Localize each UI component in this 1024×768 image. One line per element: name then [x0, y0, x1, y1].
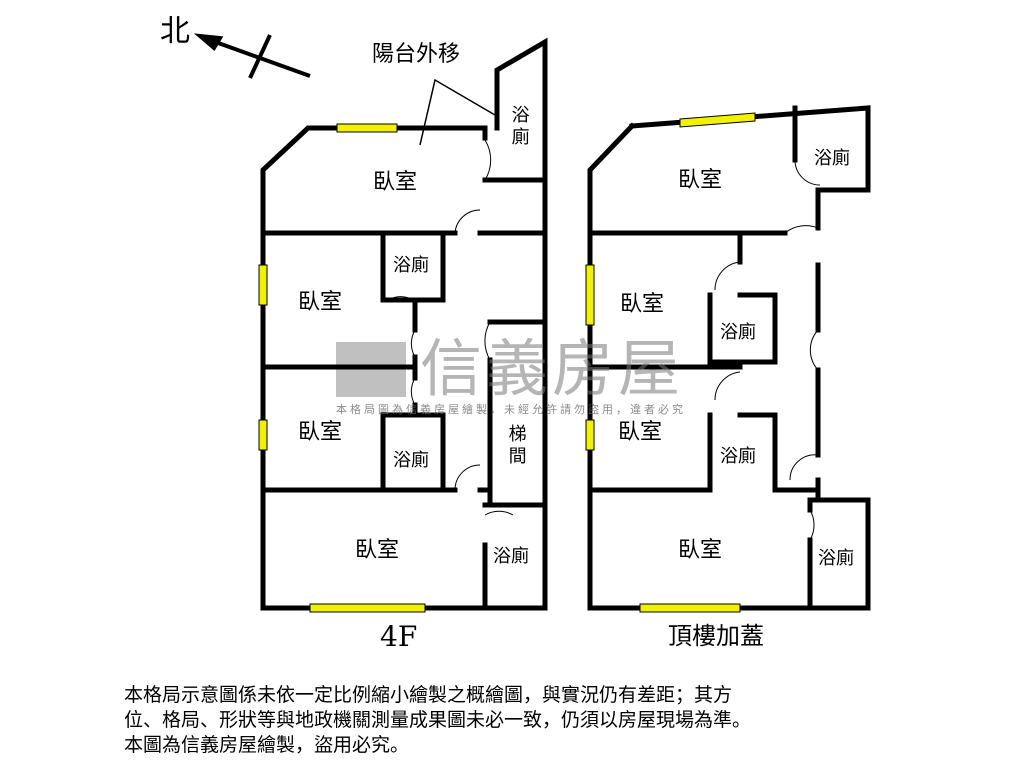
watermark-brand: 信義房屋 [420, 332, 685, 405]
room-label: 臥室 [298, 420, 343, 445]
bath-label: 浴廁 [393, 450, 429, 471]
floor-title-4f: 4F [380, 620, 418, 653]
north-label: 北 [160, 14, 190, 49]
room-label: 臥室 [678, 168, 723, 193]
bath-label: 浴廁 [818, 548, 854, 569]
doors-4f [387, 139, 514, 516]
stair-label: 梯間 [505, 424, 527, 468]
bath-label: 浴廁 [393, 255, 429, 276]
room-label: 臥室 [678, 538, 723, 563]
disclaimer-line: 本格局示意圖係未依一定比例縮小繪製之概繪圖，與實況仍有差距；其方 [124, 684, 733, 706]
floor-title-roof: 頂樓加蓋 [668, 622, 764, 650]
room-label: 臥室 [618, 420, 663, 445]
doors-roof [714, 159, 821, 541]
room-label: 臥室 [298, 290, 343, 315]
balcony-note: 陽台外移 [372, 42, 461, 67]
bath-label: 浴廁 [814, 148, 850, 169]
walls-4f [260, 37, 548, 611]
room-label: 臥室 [355, 538, 400, 563]
bath-label: 浴廁 [493, 546, 529, 567]
bath-label: 浴廁 [720, 446, 756, 467]
disclaimer-line: 本圖為信義房屋繪製，盜用必究。 [124, 734, 410, 756]
windows [258, 112, 756, 613]
watermark-notice: 本格局圖為信義房屋繪製，未經允許請勿盜用，違者必究 [336, 403, 686, 416]
room-label: 臥室 [373, 170, 418, 195]
bath-label: 浴廁 [720, 322, 756, 343]
disclaimer: 本格局示意圖係未依一定比例縮小繪製之概繪圖，與實況仍有差距；其方 位、格局、形狀… [124, 683, 924, 758]
north-arrow-icon [193, 33, 311, 79]
disclaimer-line: 位、格局、形狀等與地政機關測量成果圖未必一致，仍須以房屋現場為準。 [124, 709, 752, 731]
room-label: 臥室 [620, 292, 665, 317]
bath-label: 浴廁 [508, 105, 530, 149]
balcony-leader-lines [419, 78, 496, 146]
